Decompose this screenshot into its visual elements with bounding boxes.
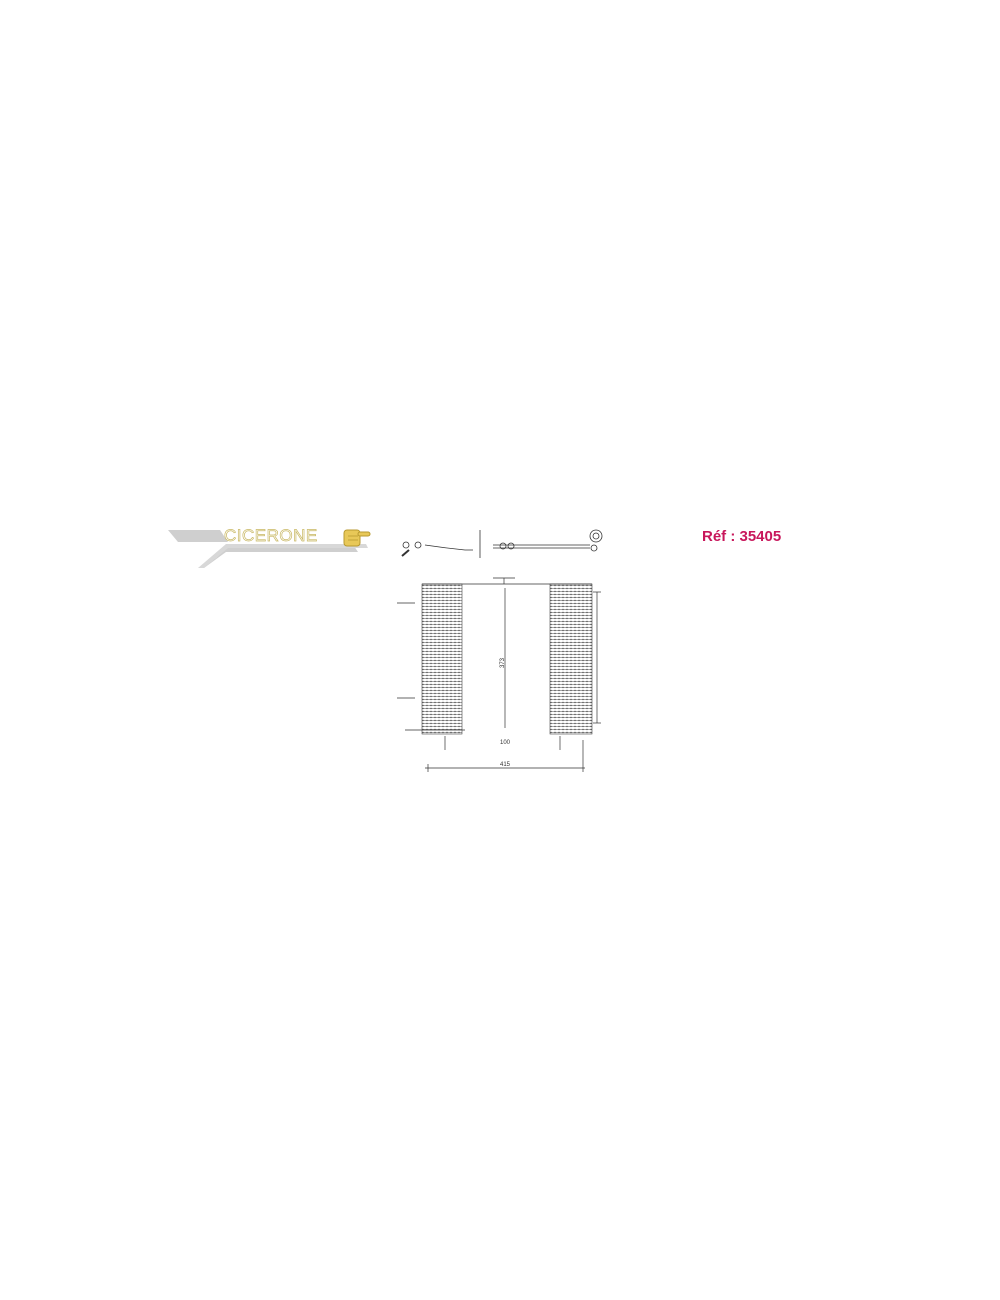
dimension-height: 373 [500,657,506,668]
logo-wordmark: CICERONE [224,526,318,546]
pointing-hand-icon [343,529,371,547]
dimension-lines [397,577,601,772]
dimension-bottom: 100 [500,740,511,746]
top-view [401,529,603,558]
brand-logo: CICERONE [168,524,372,568]
technical-drawing: 373 100 415 [385,518,620,776]
dimension-width: 415 [500,762,511,768]
logo-stripes [168,529,371,568]
reference-label: Réf : 35405 [702,528,782,545]
condenser-core [421,583,593,735]
